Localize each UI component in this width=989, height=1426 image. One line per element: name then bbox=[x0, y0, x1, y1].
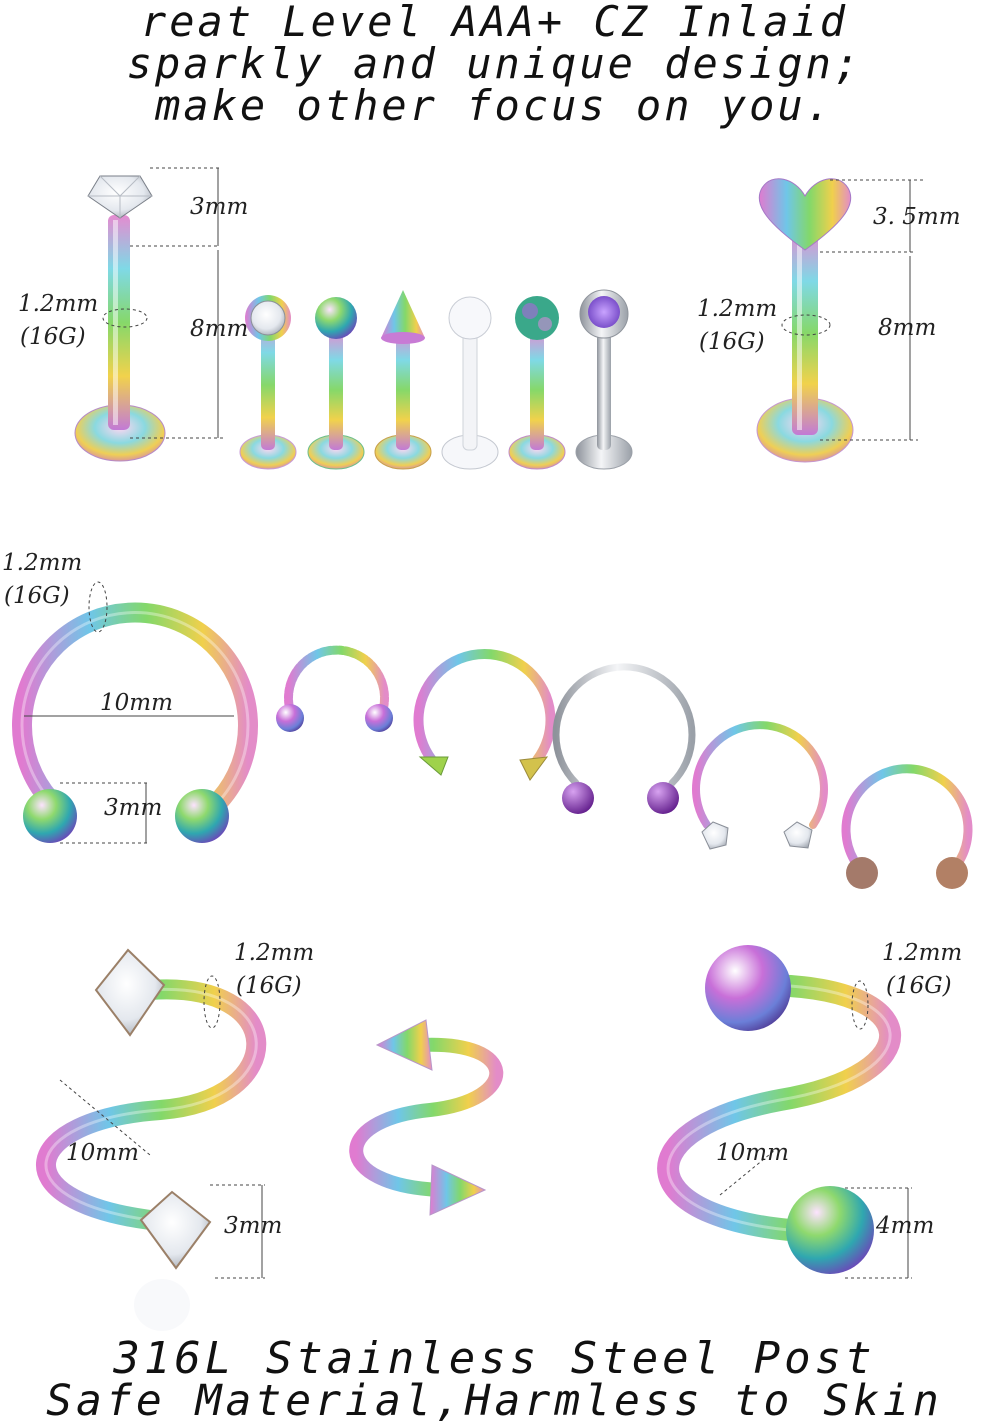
labret-small-sparkle bbox=[508, 296, 566, 470]
footer-line-1: 316L Stainless Steel Post bbox=[113, 1333, 876, 1384]
spiral-left-dimensions bbox=[59, 975, 265, 1279]
horseshoe-twisted bbox=[276, 645, 393, 732]
spiral-left-diameter: 10mm bbox=[66, 1140, 139, 1166]
spiral-right-ball bbox=[657, 945, 902, 1274]
horseshoe-silver bbox=[552, 663, 696, 814]
horseshoe-large bbox=[12, 602, 258, 843]
horseshoe-diameter: 10mm bbox=[100, 690, 173, 716]
labret-left-gauge: 1.2mm bbox=[18, 291, 99, 317]
labret-small-spike bbox=[374, 290, 432, 470]
gem-icon bbox=[87, 175, 153, 219]
spiral-left-gauge-g: (16G) bbox=[236, 973, 302, 999]
labret-large-right bbox=[756, 178, 854, 463]
labret-right-dimensions bbox=[781, 179, 925, 441]
spiral-left-gauge: 1.2mm bbox=[234, 940, 315, 966]
horseshoe-ball-size: 3mm bbox=[104, 795, 163, 821]
spiral-left-gem-size: 3mm bbox=[224, 1213, 283, 1239]
spiral-left-gem bbox=[36, 948, 267, 1331]
footer-line-2: Safe Material,Harmless to Skin bbox=[46, 1376, 943, 1426]
gem-icon bbox=[94, 948, 212, 1270]
labret-left-dimensions bbox=[102, 167, 225, 439]
labret-left-top-size: 3mm bbox=[190, 194, 249, 220]
horseshoe-gauge-g: (16G) bbox=[4, 583, 70, 609]
horseshoe-gauge: 1.2mm bbox=[2, 550, 83, 576]
heart-icon bbox=[758, 178, 852, 251]
labret-small-opal bbox=[575, 289, 633, 470]
labret-right-top-size: 3. 5mm bbox=[873, 204, 961, 230]
spiral-middle-spike bbox=[349, 1019, 504, 1216]
spiral-right-gauge: 1.2mm bbox=[882, 940, 963, 966]
spiral-right-diameter: 10mm bbox=[716, 1140, 789, 1166]
labret-left-gauge-g: (16G) bbox=[20, 324, 86, 350]
spiral-right-ball-size: 4mm bbox=[876, 1213, 935, 1239]
labret-right-gauge-g: (16G) bbox=[699, 329, 765, 355]
labret-right-gauge: 1.2mm bbox=[697, 296, 778, 322]
labret-large-left bbox=[74, 175, 166, 462]
labret-small-ball bbox=[307, 297, 365, 470]
header-line-1: reat Level AAA+ CZ Inlaid bbox=[140, 0, 849, 46]
horseshoe-spike bbox=[413, 649, 556, 781]
horseshoe-large-dimensions bbox=[24, 581, 234, 844]
labret-small-clear bbox=[441, 296, 499, 470]
header-line-2: sparkly and unique design; bbox=[126, 39, 863, 88]
spiral-right-gauge-g: (16G) bbox=[886, 973, 952, 999]
spiral-right-dimensions bbox=[719, 980, 912, 1279]
horseshoe-gem bbox=[692, 721, 828, 850]
labret-small-gem bbox=[239, 295, 297, 470]
horseshoe-sparkle bbox=[841, 764, 973, 889]
header-line-3: make other focus on you. bbox=[155, 81, 834, 130]
labret-left-bar-length: 8mm bbox=[190, 316, 249, 342]
labret-right-bar-length: 8mm bbox=[878, 315, 937, 341]
